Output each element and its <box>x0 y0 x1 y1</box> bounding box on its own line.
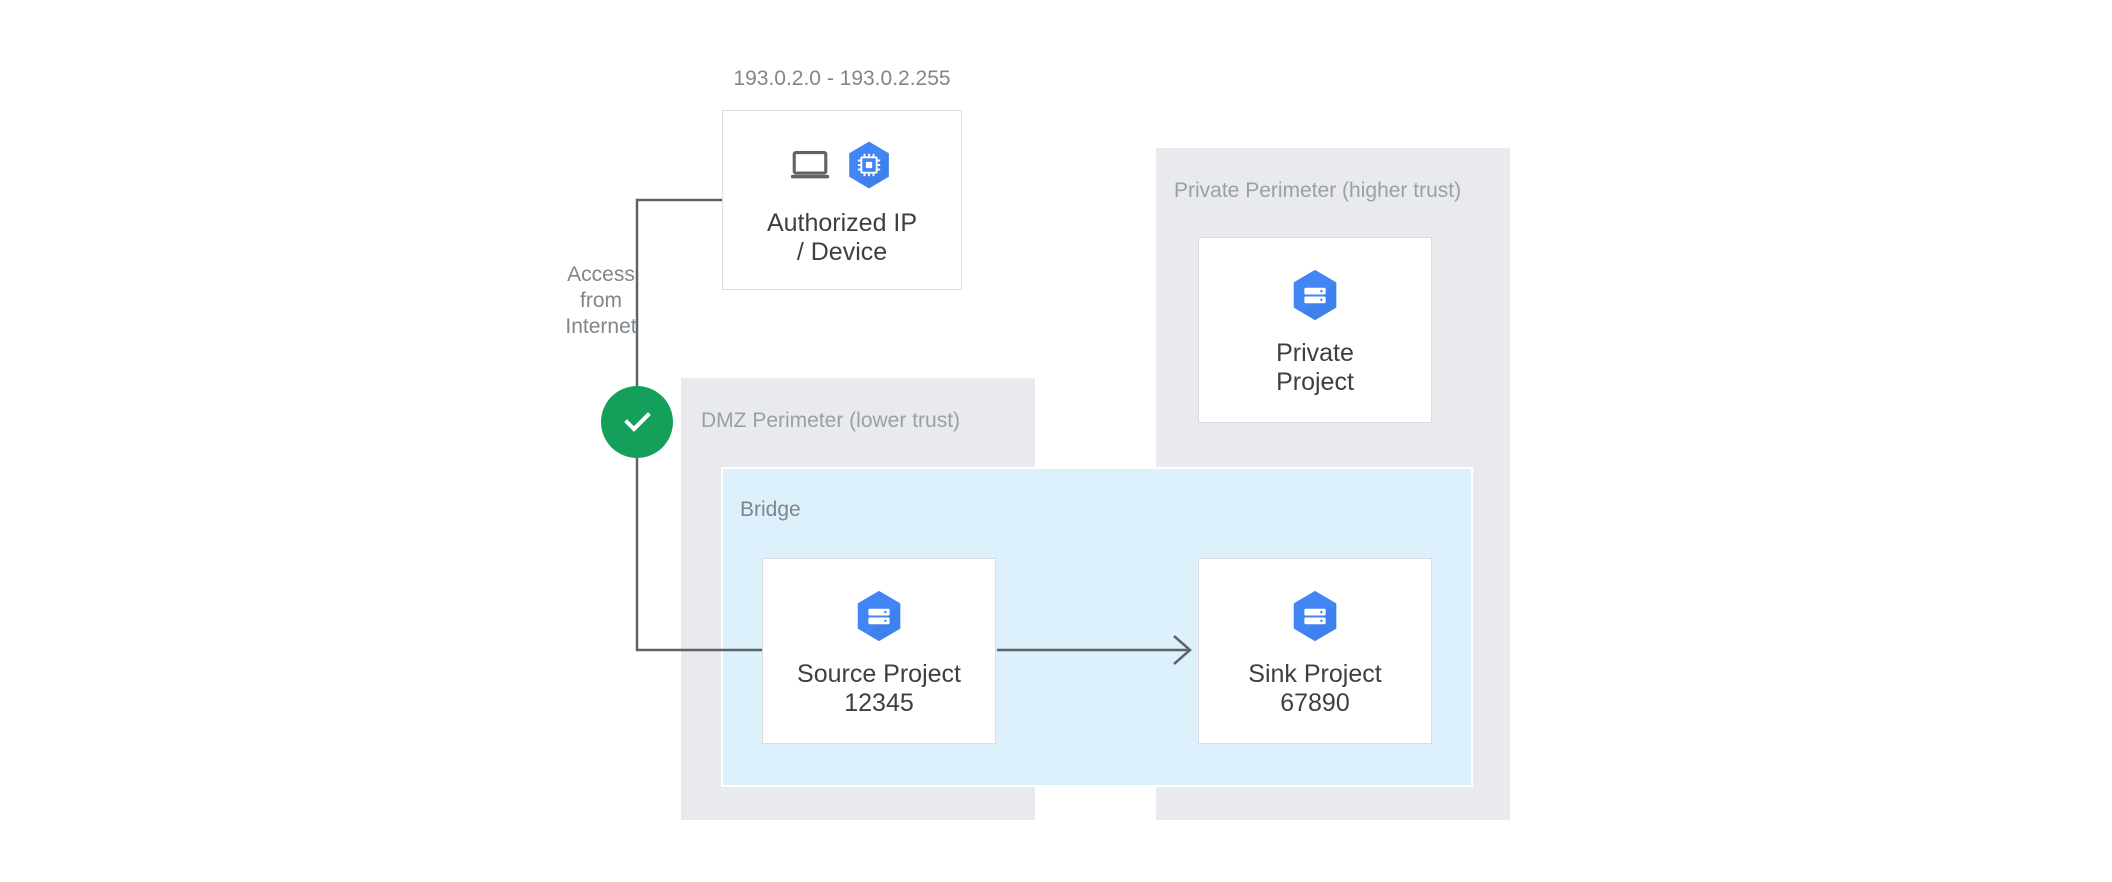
node-authorized-ip-device-label: Authorized IP / Device <box>766 209 918 266</box>
node-authorized-ip-device[interactable]: Authorized IP / Device <box>722 110 962 290</box>
perimeter-private-label: Private Perimeter (higher trust) <box>1174 179 1462 202</box>
bridge-label: Bridge <box>740 498 801 521</box>
check-icon <box>624 412 651 432</box>
caption-ip-range: 193.0.2.0 - 193.0.2.255 <box>733 67 951 90</box>
node-source-project-label: Source Project 12345 <box>797 660 961 717</box>
node-private-project-label: Private Project <box>1276 339 1354 396</box>
laptop-icon <box>790 150 830 179</box>
node-icon-group <box>850 584 908 648</box>
node-icon-group <box>1286 263 1344 327</box>
project-hexagon-icon <box>1293 590 1337 642</box>
caption-access-from-internet: Access from Internet <box>565 263 637 338</box>
node-private-project[interactable]: Private Project <box>1198 237 1432 423</box>
project-hexagon-icon <box>1293 269 1337 321</box>
node-icon-group <box>1286 584 1344 648</box>
compute-chip-hexagon-icon <box>849 141 889 189</box>
project-hexagon-icon <box>857 590 901 642</box>
node-source-project[interactable]: Source Project 12345 <box>762 558 996 744</box>
node-icon-group <box>788 133 896 197</box>
status-badge-allowed <box>601 386 673 458</box>
node-sink-project[interactable]: Sink Project 67890 <box>1198 558 1432 744</box>
perimeter-dmz-label: DMZ Perimeter (lower trust) <box>701 409 961 432</box>
node-sink-project-label: Sink Project 67890 <box>1248 660 1382 717</box>
